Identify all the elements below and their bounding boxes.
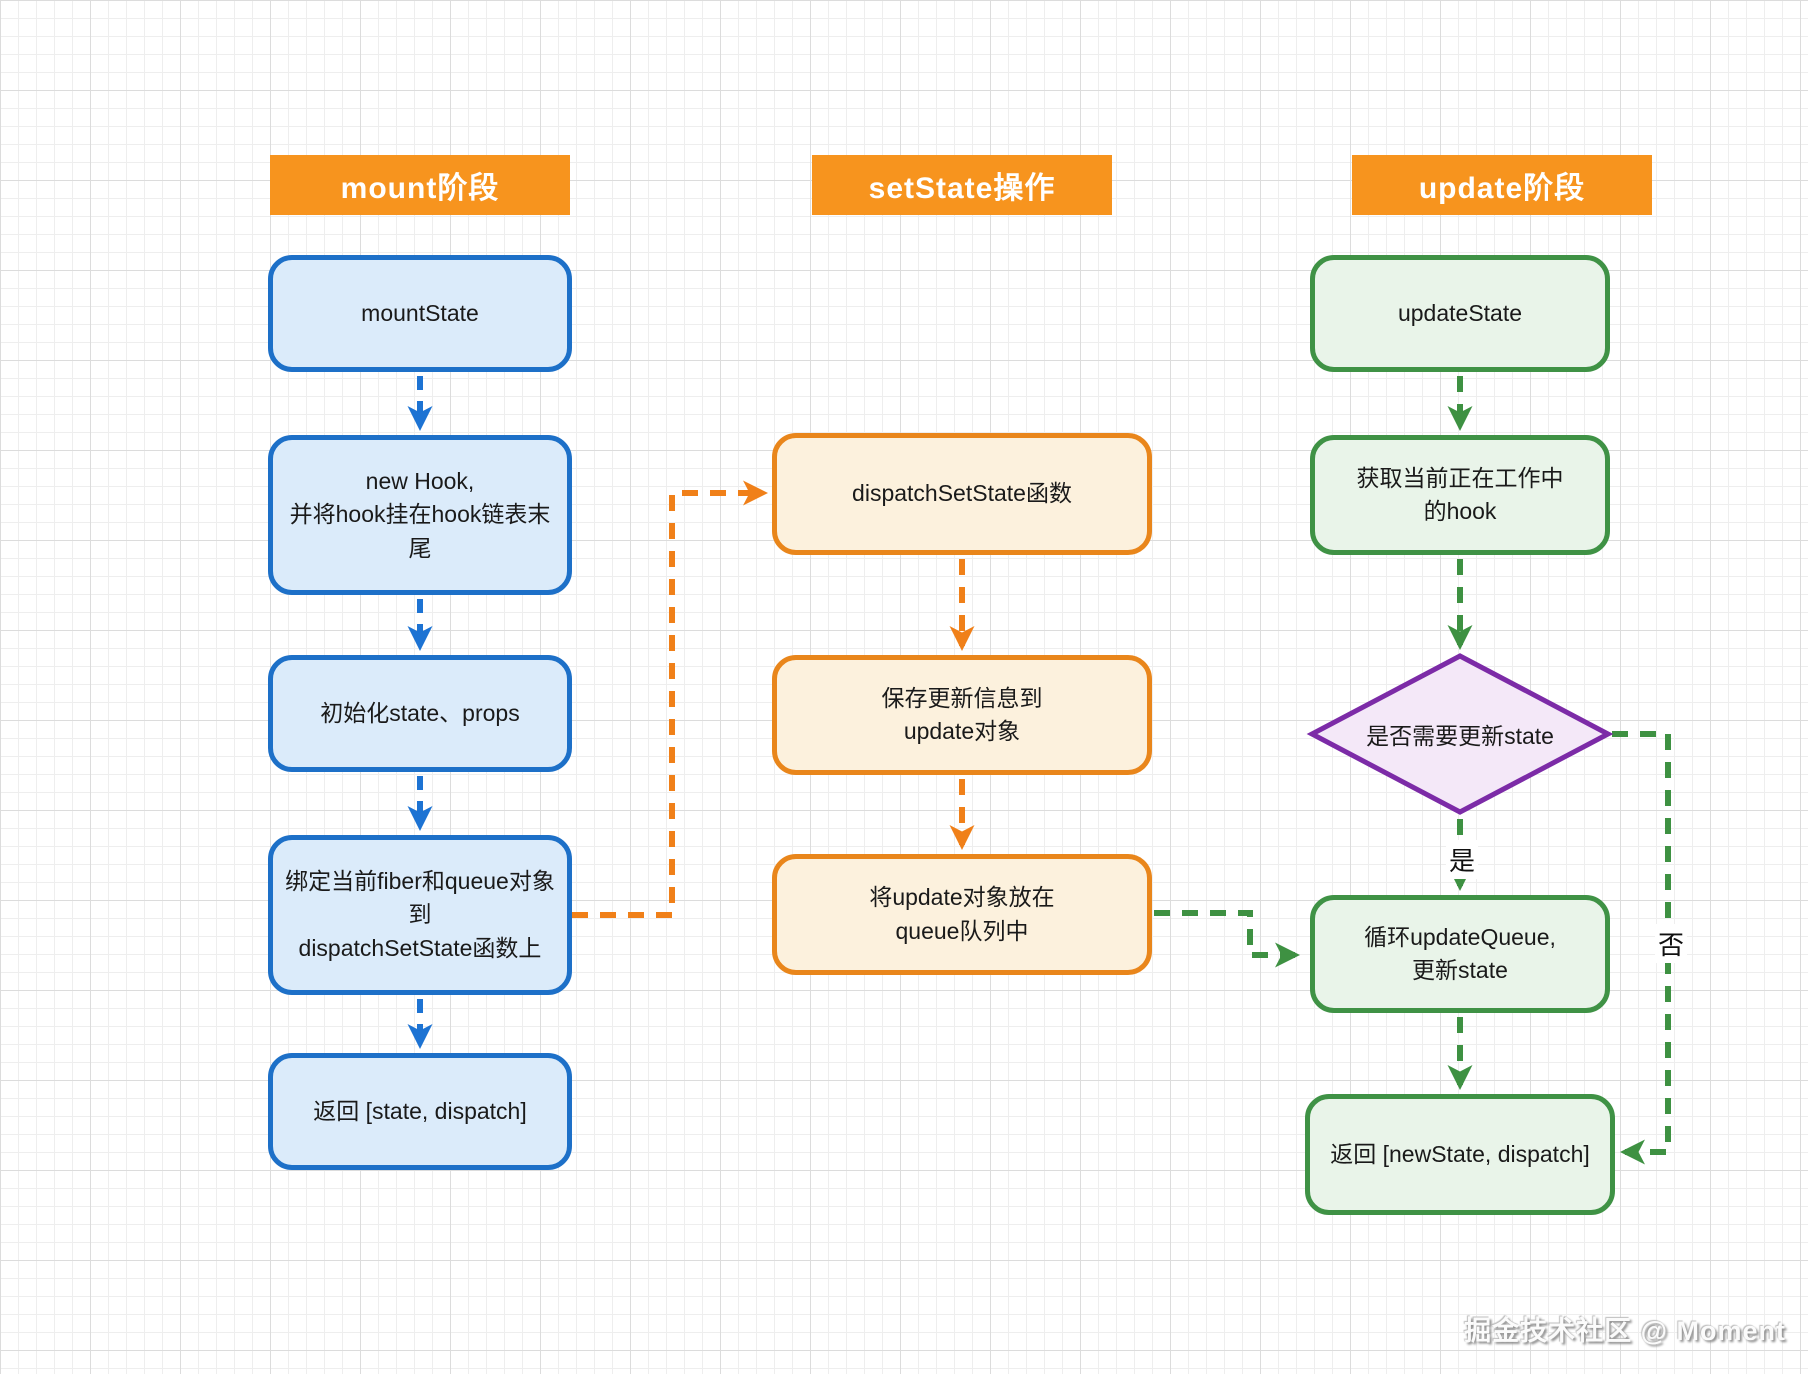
branch-label-yes: 是 bbox=[1446, 840, 1479, 879]
node-decision-need-update: 是否需要更新state bbox=[1366, 723, 1554, 749]
column-header-setstate: setState操作 bbox=[812, 155, 1112, 215]
branch-label-no: 否 bbox=[1655, 924, 1688, 963]
node-loop-updatequeue: 循环updateQueue, 更新state bbox=[1310, 895, 1610, 1013]
watermark: 掘金技术社区 @ Moment bbox=[1464, 1316, 1786, 1346]
node-updatestate: updateState bbox=[1310, 255, 1610, 372]
node-bind-fiber-queue: 绑定当前fiber和queue对象 到 dispatchSetState函数上 bbox=[268, 835, 572, 995]
node-dispatchsetstate: dispatchSetState函数 bbox=[772, 433, 1152, 555]
node-new-hook: new Hook, 并将hook挂在hook链表末尾 bbox=[268, 435, 572, 595]
node-get-working-hook: 获取当前正在工作中 的hook bbox=[1310, 435, 1610, 555]
column-header-mount: mount阶段 bbox=[270, 155, 570, 215]
node-init-state-props: 初始化state、props bbox=[268, 655, 572, 772]
node-return-state-dispatch: 返回 [state, dispatch] bbox=[268, 1053, 572, 1170]
connector-queue-loopqueue bbox=[1154, 910, 1300, 968]
node-return-newstate-dispatch: 返回 [newState, dispatch] bbox=[1305, 1094, 1615, 1215]
column-header-update: update阶段 bbox=[1352, 155, 1652, 215]
node-save-update-info: 保存更新信息到 update对象 bbox=[772, 655, 1152, 775]
node-mountstate: mountState bbox=[268, 255, 572, 372]
node-put-update-in-queue: 将update对象放在 queue队列中 bbox=[772, 854, 1152, 975]
connector-bindfiber-dispatch bbox=[572, 480, 768, 918]
